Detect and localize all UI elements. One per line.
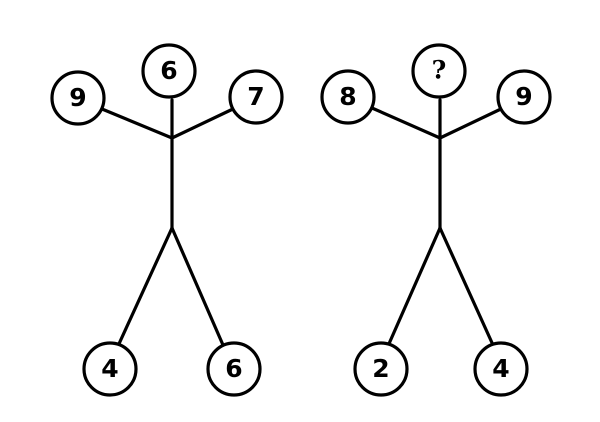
figure-1-left-leg bbox=[116, 226, 174, 348]
figure-2-head-value: ? bbox=[432, 56, 447, 85]
figure-2-right-hand-node: 9 bbox=[496, 69, 552, 125]
figure-2-right-leg bbox=[438, 226, 495, 347]
figure-2-left-arm bbox=[370, 106, 442, 140]
figure-1-left-arm bbox=[100, 107, 174, 140]
stick-figure-2: ? 8 9 2 4 bbox=[320, 43, 552, 397]
figure-2-left-hand-node: 8 bbox=[320, 69, 376, 125]
figure-1-right-foot-node: 6 bbox=[206, 341, 262, 397]
figure-1-left-hand-node: 9 bbox=[50, 70, 106, 126]
figure-2-right-hand-value: 9 bbox=[515, 82, 532, 111]
figure-1-left-foot-value: 4 bbox=[101, 354, 118, 383]
figure-1-right-hand-node: 7 bbox=[228, 69, 284, 125]
figure-2-head-node: ? bbox=[411, 43, 467, 99]
figure-2-right-arm bbox=[438, 106, 505, 140]
figure-1-left-hand-value: 9 bbox=[69, 83, 86, 112]
stick-figure-1: 6 9 7 4 6 bbox=[50, 43, 284, 397]
figure-1-head-value: 6 bbox=[160, 56, 177, 85]
figure-2-left-leg bbox=[386, 226, 442, 348]
figure-2-right-foot-node: 4 bbox=[473, 341, 529, 397]
figure-1-right-hand-value: 7 bbox=[247, 82, 264, 111]
figure-1-right-leg bbox=[170, 226, 225, 347]
figure-1-right-arm bbox=[170, 106, 237, 140]
figure-2-left-foot-node: 2 bbox=[353, 341, 409, 397]
figure-1-head-node: 6 bbox=[141, 43, 197, 99]
figure-1-right-foot-value: 6 bbox=[225, 354, 242, 383]
figure-1-left-foot-node: 4 bbox=[82, 341, 138, 397]
figure-2-left-hand-value: 8 bbox=[339, 82, 356, 111]
figure-2-left-foot-value: 2 bbox=[372, 354, 389, 383]
figure-2-right-foot-value: 4 bbox=[492, 354, 509, 383]
